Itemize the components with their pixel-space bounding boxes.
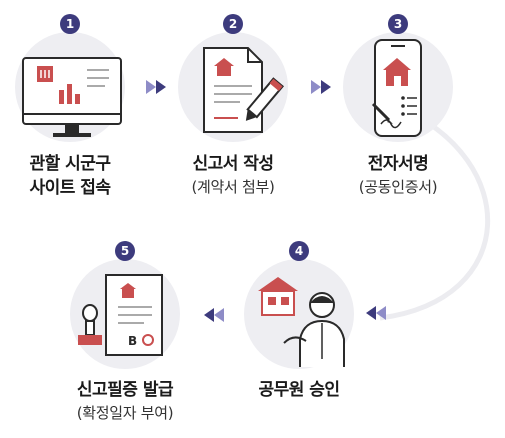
step-1-badge: 1 [60, 14, 80, 34]
monitor-chart-icon [22, 57, 122, 137]
step-1-label: 관할 시군구 사이트 접속 [0, 152, 140, 200]
step-arrow-2-3 [311, 80, 331, 94]
step-2-badge: 2 [223, 14, 243, 34]
step-5-badge: 5 [115, 241, 135, 261]
step-3-badge: 3 [388, 14, 408, 34]
step-4-badge: 4 [289, 241, 309, 261]
step-1-circle [15, 32, 125, 142]
step-3-circle [343, 32, 453, 142]
certificate-mark: B [128, 334, 137, 348]
step-4-label: 공무원 승인 [229, 378, 369, 402]
step-1-title-line1: 관할 시군구 [29, 154, 111, 174]
step-4-circle [244, 259, 354, 369]
step-2-subtitle: (계약서 첨부) [191, 178, 275, 196]
phone-signature-icon [371, 39, 422, 137]
step-arrow-4-5 [204, 308, 224, 322]
step-3-label: 전자서명 (공동인증서) [328, 152, 468, 198]
step-2-label: 신고서 작성 (계약서 첨부) [163, 152, 303, 198]
certificate-stamp-icon: B [78, 274, 163, 356]
document-pen-icon [203, 47, 285, 133]
step-3-title: 전자서명 [367, 154, 429, 174]
step-arrow-1-2 [146, 80, 166, 94]
step-5-circle: B [70, 259, 180, 369]
step-5-subtitle: (확정일자 부여) [76, 404, 174, 422]
step-2-title: 신고서 작성 [192, 154, 274, 174]
step-5-title: 신고필증 발급 [76, 380, 174, 400]
step-4-title: 공무원 승인 [258, 380, 340, 400]
step-3-subtitle: (공동인증서) [358, 178, 438, 196]
step-arrow-3-4 [366, 306, 386, 320]
step-1-title-line2: 사이트 접속 [29, 178, 111, 198]
official-approval-icon [258, 277, 345, 367]
step-5-label: 신고필증 발급 (확정일자 부여) [55, 378, 195, 424]
step-2-circle [178, 32, 288, 142]
